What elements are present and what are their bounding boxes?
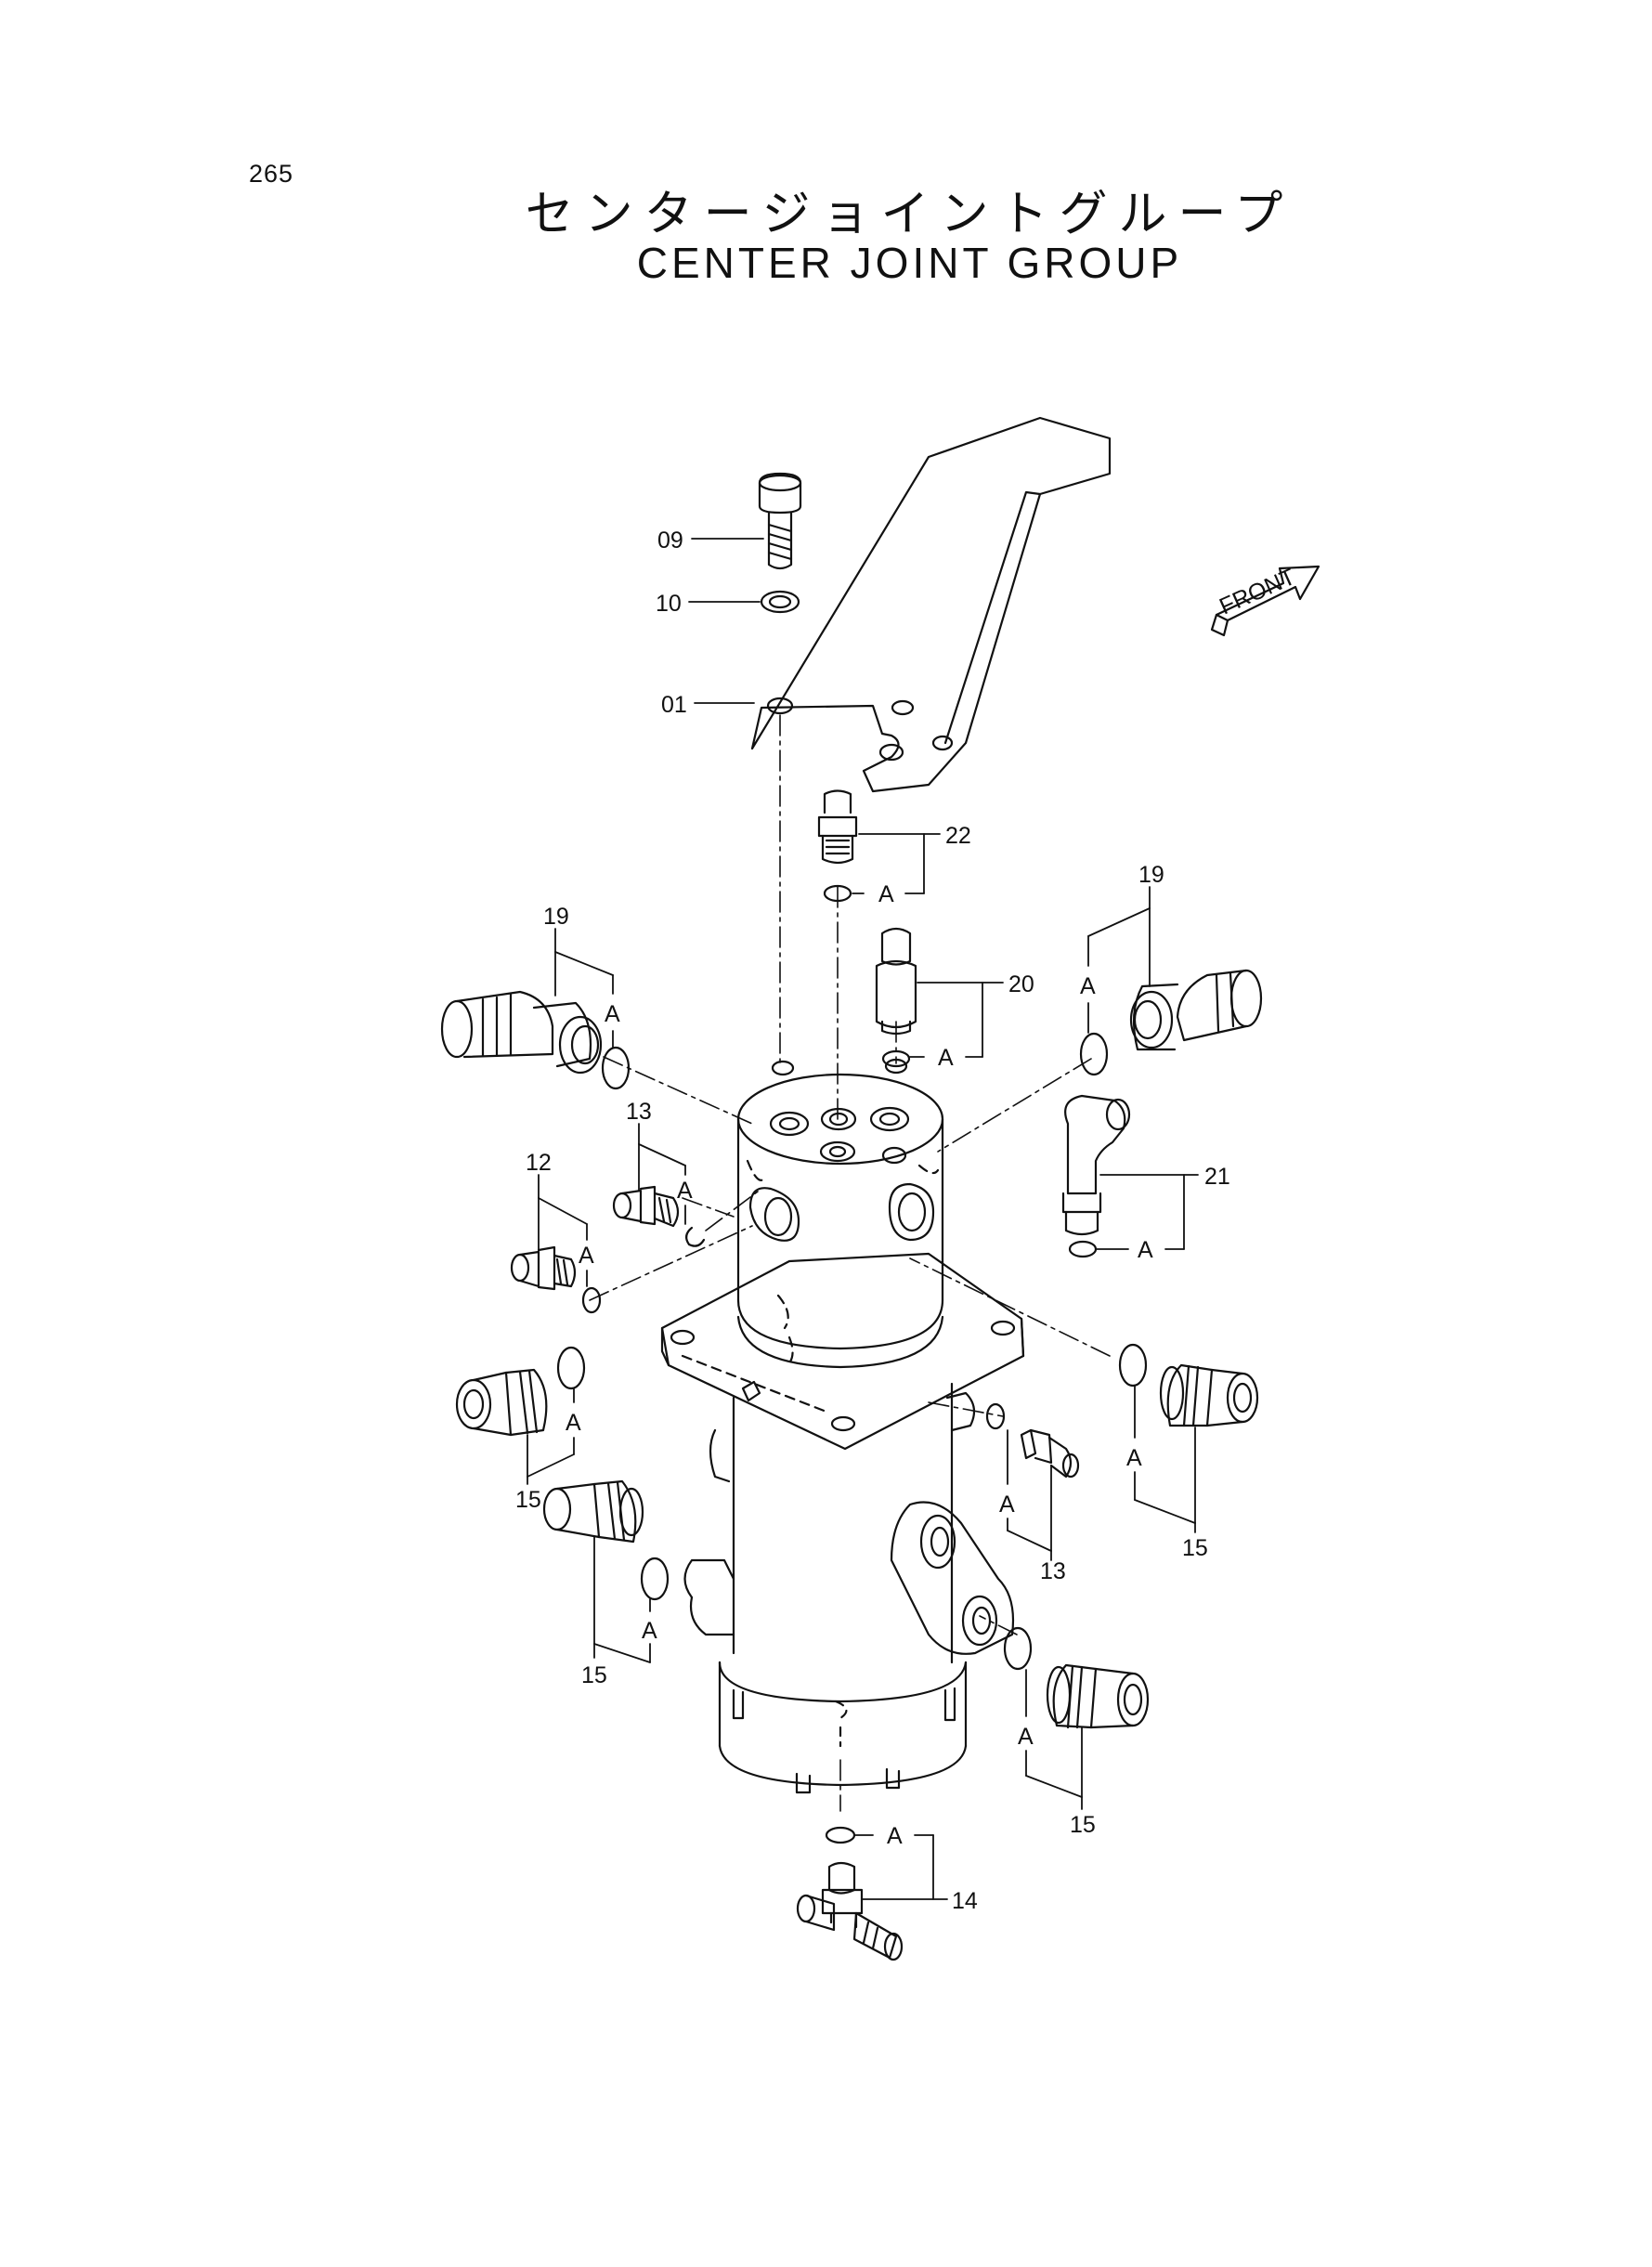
- tee-fitting-part: [796, 1861, 904, 1961]
- plug-part: [542, 1479, 644, 1544]
- page-number: 265: [249, 160, 294, 188]
- seal-marker: A: [642, 1618, 657, 1644]
- elbow-fitting-part: [1129, 969, 1263, 1051]
- callout-leader-lines: [527, 538, 1199, 1900]
- callout-19-left: 19: [543, 904, 569, 930]
- callout-15-left-lower: 15: [581, 1662, 607, 1688]
- front-direction-arrow: [1210, 565, 1320, 637]
- seal-marker: A: [605, 1001, 620, 1027]
- o-ring-part: [1068, 1240, 1098, 1258]
- o-ring-part: [985, 1402, 1006, 1430]
- callout-09: 09: [657, 528, 683, 554]
- fitting-part: [817, 789, 858, 865]
- washer-part: [760, 590, 800, 614]
- callout-20: 20: [1008, 971, 1034, 997]
- o-ring-part: [581, 1286, 602, 1314]
- callout-19-right: 19: [1138, 862, 1164, 888]
- plug-part: [1046, 1663, 1150, 1729]
- callout-01: 01: [661, 692, 687, 718]
- fitting-part: [1020, 1428, 1080, 1479]
- callout-15-right-upper: 15: [1182, 1535, 1208, 1561]
- seal-marker: A: [579, 1243, 594, 1269]
- o-ring-part: [825, 1826, 856, 1844]
- callout-10: 10: [656, 591, 682, 617]
- o-ring-part: [685, 1226, 706, 1247]
- seal-marker: A: [1018, 1724, 1034, 1750]
- callout-15-left-upper: 15: [515, 1487, 541, 1513]
- front-label: FRONT: [1216, 564, 1299, 620]
- o-ring-part: [640, 1557, 670, 1601]
- plug-part: [455, 1368, 548, 1437]
- seal-marker: A: [1126, 1445, 1142, 1471]
- seal-marker: A: [887, 1823, 903, 1849]
- seal-marker: A: [677, 1178, 693, 1204]
- page-title-english: CENTER JOINT GROUP: [636, 239, 1183, 287]
- callout-22: 22: [945, 823, 971, 849]
- seal-marker: A: [1080, 973, 1096, 999]
- plug-part: [1159, 1363, 1259, 1427]
- callout-21: 21: [1204, 1164, 1230, 1190]
- o-ring-part: [823, 884, 852, 903]
- callout-12: 12: [526, 1150, 552, 1176]
- bracket-part: [750, 416, 1112, 793]
- o-ring-part: [1079, 1032, 1109, 1076]
- o-ring-part: [601, 1046, 631, 1090]
- elbow-fitting-part: [440, 990, 603, 1075]
- callout-13-upper: 13: [626, 1099, 652, 1125]
- callout-15-right-lower: 15: [1070, 1812, 1096, 1838]
- fitting-part: [510, 1245, 577, 1291]
- seal-marker: A: [566, 1410, 581, 1436]
- o-ring-part: [1003, 1626, 1033, 1671]
- fitting-part: [612, 1185, 680, 1228]
- seal-marker: A: [938, 1045, 954, 1071]
- seal-marker: A: [878, 881, 894, 907]
- o-ring-part: [881, 1049, 911, 1068]
- elbow-fitting-part: [1061, 1094, 1131, 1236]
- seal-marker: A: [1138, 1237, 1153, 1263]
- seal-marker: A: [999, 1492, 1015, 1518]
- page-title-japanese: センタージョイントグループ: [525, 187, 1294, 242]
- fitting-part: [875, 927, 917, 1036]
- callout-13-lower: 13: [1040, 1558, 1066, 1584]
- bolt-part: [758, 472, 802, 570]
- assembly-axis-lines: [589, 714, 1111, 1812]
- callout-14: 14: [952, 1888, 978, 1914]
- o-ring-part: [556, 1346, 586, 1390]
- o-ring-part: [1118, 1343, 1148, 1388]
- center-joint-body: [660, 1058, 1025, 1794]
